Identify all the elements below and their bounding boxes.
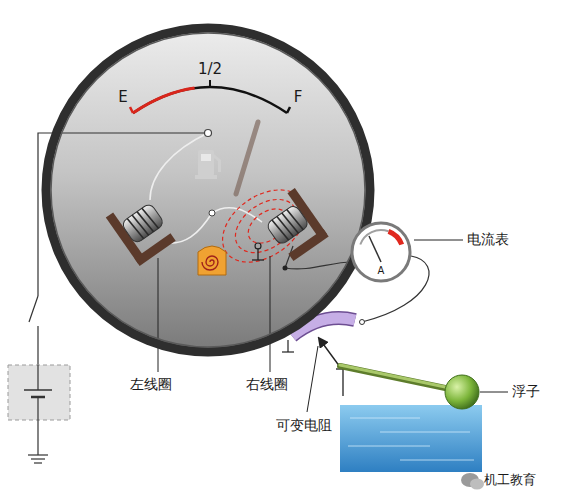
empty-mark: E (118, 88, 127, 106)
part-label: 右线圈 (246, 376, 288, 393)
battery-box (8, 365, 70, 420)
scale-tick (130, 107, 133, 113)
supply-wire (37, 326, 38, 365)
ammeter-face (352, 223, 410, 281)
ignition-switch (29, 296, 38, 322)
float-ball (445, 375, 479, 409)
right-coil (258, 188, 329, 262)
terminal (360, 320, 365, 325)
ground-symbol (282, 340, 294, 352)
gauge-dial: E 1/2F (41, 23, 375, 357)
liquid-ripples (348, 418, 474, 460)
ammeter-scale (389, 231, 402, 244)
damper (198, 246, 226, 275)
ground-symbol (28, 455, 48, 463)
ammeter-scale (360, 230, 388, 245)
low-fuel-band (133, 88, 195, 113)
float-arm (340, 366, 450, 389)
fuel-tank-liquid (340, 405, 482, 472)
scale-tick (287, 107, 290, 113)
battery-wire (37, 365, 38, 390)
watermark: 机工教育 (484, 472, 536, 488)
watermark-icon (461, 473, 484, 490)
wiper-arm (321, 341, 340, 367)
half-mark: 1/2 (198, 60, 222, 78)
full-mark: F (294, 88, 303, 106)
meter-wire (285, 262, 352, 269)
terminal (283, 266, 288, 271)
scale-tick (209, 80, 211, 87)
damper-spiral (202, 256, 218, 270)
battery-symbol (24, 389, 52, 391)
ground-symbol (336, 369, 350, 396)
part-label: 浮子 (512, 383, 540, 400)
battery-wire (37, 397, 38, 455)
gauge-rim (46, 28, 370, 352)
coil-wire (150, 133, 208, 200)
fuel-pump-icon (195, 150, 221, 179)
part-label: 电流表 (467, 231, 509, 248)
gauge-needle (236, 122, 258, 194)
part-label: 左线圈 (130, 376, 172, 393)
ammeter-symbol: A (378, 265, 385, 277)
float-arm (340, 365, 450, 388)
terminal (205, 130, 212, 137)
ground-symbol (252, 248, 264, 260)
ammeter: A (349, 220, 413, 284)
junction (209, 210, 215, 216)
gauge-rim (51, 33, 365, 347)
terminal (255, 243, 261, 249)
ammeter-needle (369, 236, 381, 262)
fuel-pump-window (201, 154, 211, 161)
leader-line (158, 240, 508, 412)
left-coil (106, 192, 177, 266)
part-label: 可变电阻 (276, 417, 332, 434)
scale-arc (133, 87, 287, 113)
